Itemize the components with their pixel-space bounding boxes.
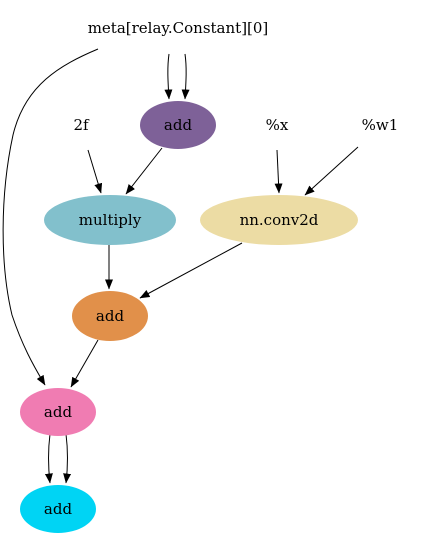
edge-const-to-add3 [2,48,99,386]
node-w1-label: %w1 [362,116,399,134]
node-2f-label: 2f [73,116,90,134]
nodes: meta[relay.Constant][0] add 2f %x %w1 mu… [20,19,398,533]
node-multiply-shape [44,195,176,245]
node-add-cyan: add [20,485,96,533]
node-constant-label: meta[relay.Constant][0] [88,19,269,37]
node-conv2d: nn.conv2d [200,195,358,245]
node-add-purple: add [140,101,216,149]
edge-const-to-add1-b [181,53,190,100]
node-add-cyan-shape [20,485,96,533]
edge-w1-to-conv [304,146,359,196]
node-constant: meta[relay.Constant][0] [88,19,269,37]
edge-add3-to-add4-b [63,433,72,484]
node-add-pink-label: add [44,403,73,421]
node-conv2d-label: nn.conv2d [240,211,319,229]
edge-add1-to-multiply [125,147,163,195]
edge-2f-to-multiply [87,149,103,194]
edge-x-to-conv [274,149,283,194]
node-add-orange-label: add [96,307,125,325]
node-2f: 2f [73,116,90,134]
edges [2,48,359,484]
node-w1: %w1 [362,116,399,134]
node-add-cyan-label: add [44,500,73,518]
edge-add2-to-add3 [70,339,99,388]
node-multiply: multiply [44,195,176,245]
node-multiply-label: multiply [79,211,142,229]
edge-add3-to-add4-a [44,433,53,484]
node-conv2d-shape [200,195,358,245]
node-add-orange-shape [72,291,148,341]
edge-conv-to-add2 [139,242,243,299]
node-add-orange: add [72,291,148,341]
node-x-label: %x [266,116,289,134]
node-add-purple-shape [140,101,216,149]
node-x: %x [266,116,289,134]
node-add-pink-shape [20,388,96,436]
node-add-pink: add [20,388,96,436]
node-add-purple-label: add [164,116,193,134]
edge-const-to-add1-a [164,53,173,100]
